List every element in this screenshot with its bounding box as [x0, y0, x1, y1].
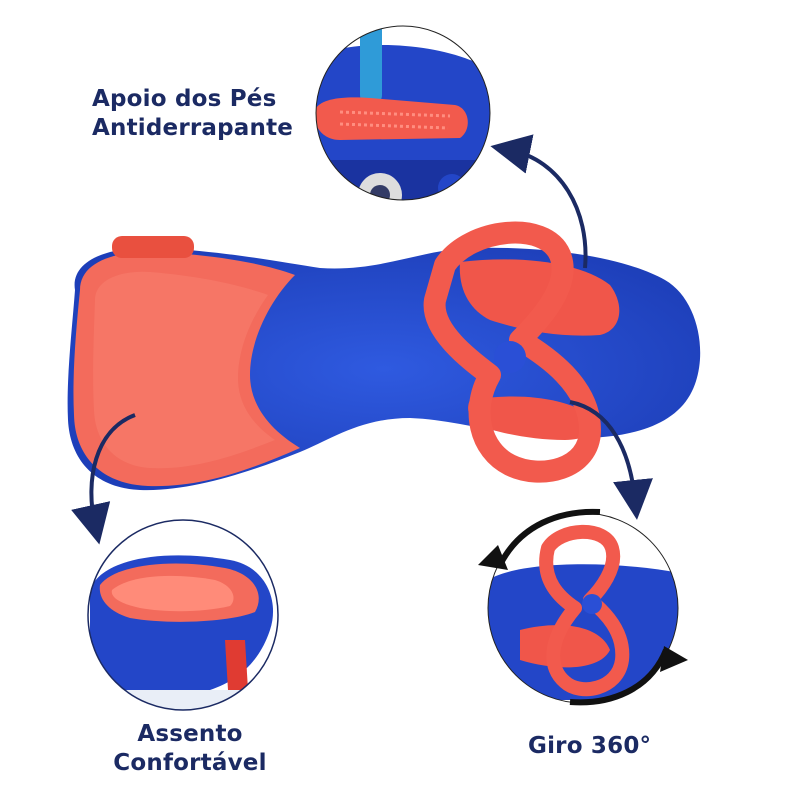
arrow-to-spin — [569, 400, 653, 520]
spin-caption-text: Giro 360° — [528, 733, 652, 759]
foot-rest-caption-line1: Apoio dos Pés — [92, 86, 277, 112]
seat-detail — [87, 519, 279, 711]
car-body — [67, 236, 701, 491]
foot-rest-detail — [315, 25, 491, 201]
foot-rest-caption-line2: Antiderrapante — [92, 114, 294, 141]
arrow-to-foot-rest — [490, 134, 588, 269]
steering-handle — [423, 221, 601, 483]
spin-caption: Giro 360° — [528, 732, 651, 761]
seat-caption: Assento Confortável — [110, 720, 270, 778]
foot-rest-caption: Apoio dos Pés Antiderrapante — [92, 85, 293, 143]
seat-caption-line2: Confortável — [113, 749, 267, 776]
spin-detail — [478, 508, 688, 706]
arrow-to-seat — [71, 413, 136, 545]
seat-caption-line1: Assento — [137, 721, 243, 747]
callout-arrows — [71, 134, 653, 545]
